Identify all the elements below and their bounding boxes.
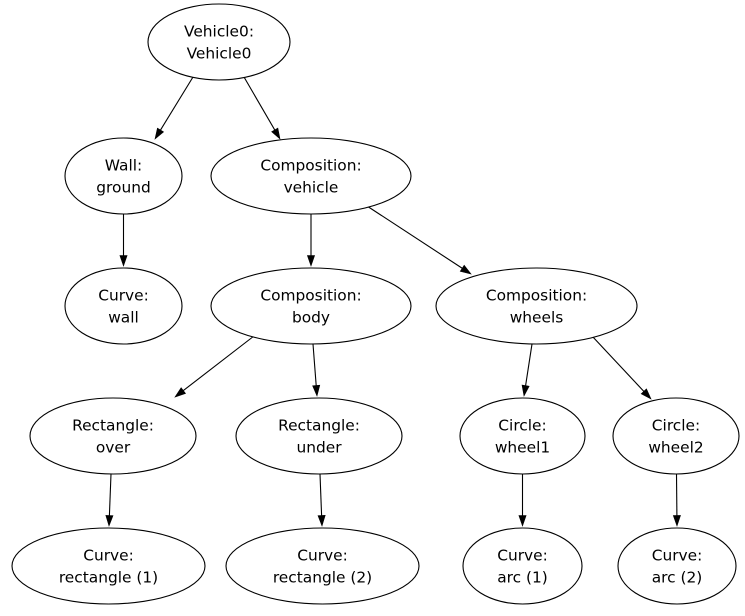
- node-label-line1: Composition:: [260, 287, 361, 305]
- node-label-line2: body: [292, 309, 330, 327]
- edge-composition-body-to-rectangle-over: [174, 335, 255, 398]
- node-ellipse[interactable]: [64, 137, 183, 215]
- node-label-line1: Curve:: [83, 547, 134, 565]
- node-curve-arc-2[interactable]: Curve: arc (2): [617, 527, 737, 605]
- edge-composition-vehicle-to-composition-body: [306, 214, 316, 267]
- node-label-line2: under: [296, 439, 342, 457]
- node-ellipse[interactable]: [29, 397, 197, 475]
- edge-arrowhead-icon: [271, 127, 281, 140]
- edge-vehicle0-to-wall-ground: [154, 76, 194, 140]
- node-label-line1: Vehicle0:: [184, 23, 254, 41]
- node-wall-ground[interactable]: Wall: ground: [64, 137, 183, 215]
- edge-arrowhead-icon: [105, 515, 114, 527]
- node-label-line2: arc (2): [652, 569, 703, 587]
- edge-arrowhead-icon: [459, 264, 472, 275]
- node-curve-wall[interactable]: Curve: wall: [64, 267, 183, 345]
- edge-line: [366, 205, 463, 269]
- edge-line: [591, 335, 645, 392]
- node-ellipse[interactable]: [459, 397, 586, 475]
- node-ellipse[interactable]: [11, 527, 206, 605]
- node-ellipse[interactable]: [210, 267, 412, 345]
- node-label-line2: wall: [108, 309, 139, 327]
- node-label-line1: Rectangle:: [278, 417, 360, 435]
- node-label-line1: Composition:: [486, 287, 587, 305]
- node-curve-arc-1[interactable]: Curve: arc (1): [462, 527, 583, 605]
- edge-circle-wheel2-to-curve-arc-2: [672, 473, 681, 527]
- edge-arrowhead-icon: [521, 384, 530, 397]
- edge-arrowhead-icon: [640, 388, 652, 400]
- node-ellipse[interactable]: [462, 527, 583, 605]
- edges-layer: [105, 76, 681, 527]
- node-label-line2: rectangle (2): [273, 569, 372, 587]
- edge-arrowhead-icon: [317, 515, 326, 527]
- node-label-line1: Curve:: [497, 547, 548, 565]
- edge-line: [319, 473, 323, 516]
- node-ellipse[interactable]: [64, 267, 183, 345]
- edge-arrowhead-icon: [174, 387, 187, 398]
- node-label-line2: wheel1: [495, 439, 550, 457]
- node-label-line2: over: [96, 439, 131, 457]
- edge-arrowhead-icon: [672, 515, 681, 527]
- edge-line: [182, 335, 255, 392]
- node-ellipse[interactable]: [225, 527, 420, 605]
- node-label-line2: vehicle: [284, 179, 339, 197]
- edge-line: [312, 343, 317, 386]
- edge-line: [108, 473, 112, 516]
- edge-line: [160, 76, 194, 131]
- node-composition-wheels[interactable]: Composition: wheels: [435, 267, 638, 345]
- node-composition-body[interactable]: Composition: body: [210, 267, 412, 345]
- node-label-line1: Circle:: [652, 417, 700, 435]
- edge-arrowhead-icon: [119, 255, 128, 267]
- node-label-line1: Wall:: [105, 157, 142, 175]
- node-label-line2: arc (1): [497, 569, 548, 587]
- node-composition-vehicle[interactable]: Composition: vehicle: [210, 137, 412, 215]
- node-ellipse[interactable]: [147, 3, 291, 81]
- node-label-line2: ground: [96, 179, 150, 197]
- edge-circle-wheel1-to-curve-arc-1: [518, 474, 527, 527]
- edge-composition-body-to-rectangle-under: [312, 343, 321, 397]
- edge-composition-wheels-to-circle-wheel1: [521, 343, 533, 397]
- node-label-line1: Curve:: [98, 287, 149, 305]
- edge-arrowhead-icon: [154, 127, 165, 140]
- node-ellipse[interactable]: [612, 397, 740, 475]
- edge-rectangle-over-to-curve-rectangle-1: [105, 473, 114, 527]
- node-vehicle0[interactable]: Vehicle0: Vehicle0: [147, 3, 291, 81]
- node-curve-rectangle-2[interactable]: Curve: rectangle (2): [225, 527, 420, 605]
- node-label-line2: rectangle (1): [59, 569, 158, 587]
- node-label-line1: Composition:: [260, 157, 361, 175]
- node-circle-wheel2[interactable]: Circle: wheel2: [612, 397, 740, 475]
- edge-arrowhead-icon: [306, 255, 316, 267]
- edge-composition-vehicle-to-composition-wheels: [366, 205, 472, 275]
- node-label-line2: wheel2: [648, 439, 703, 457]
- node-curve-rectangle-1[interactable]: Curve: rectangle (1): [11, 527, 206, 605]
- edge-composition-wheels-to-circle-wheel2: [591, 335, 652, 400]
- node-label-line1: Curve:: [297, 547, 348, 565]
- node-ellipse[interactable]: [617, 527, 737, 605]
- node-rectangle-over[interactable]: Rectangle: over: [29, 397, 197, 475]
- edge-line: [243, 76, 276, 131]
- edge-wall-ground-to-curve-wall: [119, 214, 128, 267]
- node-circle-wheel1[interactable]: Circle: wheel1: [459, 397, 586, 475]
- edge-line: [525, 343, 533, 386]
- node-ellipse[interactable]: [210, 137, 412, 215]
- nodes-layer: Vehicle0:Vehicle0Wall:groundComposition:…: [11, 3, 740, 605]
- node-label-line2: Vehicle0: [187, 45, 252, 63]
- node-label-line2: wheels: [510, 309, 564, 327]
- node-label-line1: Curve:: [652, 547, 703, 565]
- node-label-line1: Circle:: [498, 417, 546, 435]
- node-ellipse[interactable]: [435, 267, 638, 345]
- node-ellipse[interactable]: [235, 397, 403, 475]
- node-rectangle-under[interactable]: Rectangle: under: [235, 397, 403, 475]
- edge-vehicle0-to-composition-vehicle: [243, 76, 281, 140]
- edge-arrowhead-icon: [518, 515, 527, 527]
- edge-rectangle-under-to-curve-rectangle-2: [317, 473, 326, 527]
- edge-arrowhead-icon: [312, 384, 321, 397]
- node-label-line1: Rectangle:: [72, 417, 154, 435]
